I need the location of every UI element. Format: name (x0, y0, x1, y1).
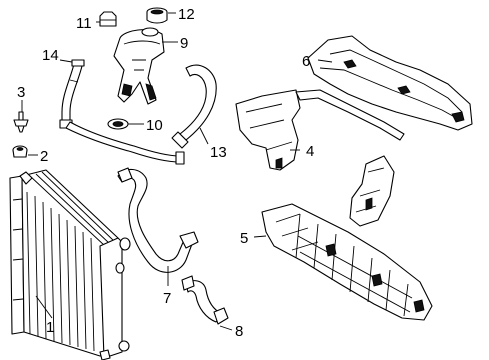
callout-14: 14 (42, 47, 59, 64)
callout-8: 8 (235, 323, 243, 340)
radiator-part (9, 169, 131, 360)
callout-9: 9 (180, 35, 188, 52)
coolant-hose-part (59, 59, 85, 129)
callout-7: 7 (163, 290, 171, 307)
push-clip-part (13, 111, 29, 133)
callout-5: 5 (240, 230, 248, 247)
small-cap-part (99, 11, 117, 27)
callout-4: 4 (306, 143, 314, 160)
right-air-guide-part (349, 155, 395, 227)
callout-3: 3 (17, 84, 25, 101)
callout-6: 6 (302, 53, 310, 70)
callout-1: 1 (46, 319, 54, 336)
pressure-cap-part (146, 7, 168, 24)
expansion-tank-part (113, 27, 165, 105)
callout-labels: 1 2 3 4 5 6 7 8 9 10 11 12 13 14 (17, 6, 314, 340)
lower-radiator-hose-part (117, 167, 199, 273)
grommet-part (12, 145, 28, 158)
callout-13: 13 (210, 144, 227, 161)
upper-air-guide-part (307, 35, 473, 131)
callout-2: 2 (40, 148, 48, 165)
callout-11: 11 (76, 15, 92, 32)
lower-air-deflector-part (261, 203, 433, 321)
upper-radiator-hose-part (171, 64, 217, 149)
leader-lines (21, 12, 333, 331)
callout-10: 10 (146, 117, 163, 134)
overflow-hose-part (65, 121, 185, 165)
callout-12: 12 (178, 6, 195, 23)
left-air-guide-part (235, 89, 405, 171)
small-hose-part (181, 275, 229, 325)
seal-ring-part (107, 118, 129, 130)
